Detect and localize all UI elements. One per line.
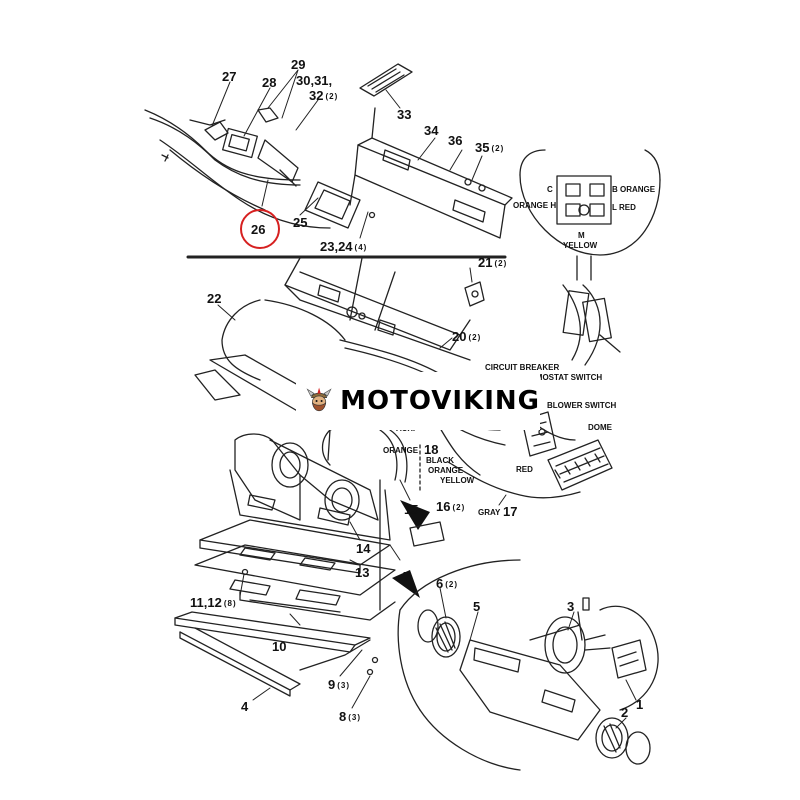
callout-9: 9(3) — [328, 677, 351, 692]
callout-14: 14 — [356, 541, 371, 556]
callout-15: 15 — [404, 502, 419, 517]
pin-label-l-red: L RED — [612, 203, 636, 212]
callout-21: 21(2) — [478, 255, 508, 270]
pin-label-yellow: YELLOW — [563, 241, 598, 250]
viking-logo-icon — [306, 387, 332, 412]
callout-32: 32(2) — [309, 88, 339, 103]
callout-4: 4 — [241, 699, 249, 714]
callout-33: 33 — [397, 107, 412, 122]
mounting-rails — [174, 599, 379, 697]
label-orange: ORANGE — [383, 446, 419, 455]
callout-27: 27 — [222, 69, 237, 84]
label-black: BLACK — [426, 456, 454, 465]
callout-35: 35(2) — [475, 140, 505, 155]
label-orange-2: ORANGE — [428, 466, 464, 475]
switch-plate — [359, 63, 413, 97]
pin-label-c: C — [547, 185, 553, 194]
label-dome: DOME — [588, 423, 612, 432]
callout-7: 7 — [403, 569, 411, 584]
callout-11-12: 11,12(8) — [190, 595, 237, 610]
pin-label-orange-h: ORANGE H — [513, 201, 557, 210]
callout-30-31: 30,31, — [296, 73, 333, 88]
callout-10: 10 — [272, 639, 287, 654]
callout-5: 5 — [473, 599, 481, 614]
wiring-harness — [144, 107, 331, 229]
label-yellow-2: YELLOW — [440, 476, 475, 485]
label-gray: GRAY — [478, 508, 501, 517]
switch-connector-detail — [519, 149, 661, 366]
thermostat-bracket — [304, 181, 376, 229]
callout-25: 25 — [293, 215, 308, 230]
blower-housing — [229, 433, 391, 541]
label-circuit-breaker: CIRCUIT BREAKER — [485, 363, 560, 372]
highlight-circle-part-26 — [240, 209, 280, 249]
callout-3: 3 — [567, 599, 575, 614]
callout-17: 17 — [503, 504, 518, 519]
callout-1: 1 — [636, 697, 644, 712]
callout-26: 26 — [251, 222, 266, 237]
callout-8: 8(3) — [339, 709, 362, 724]
pin-label-m: M — [578, 231, 585, 240]
brand-name: MOTOVIKING — [340, 386, 540, 416]
brand-banner: MOTOVIKING — [296, 372, 540, 430]
dome-light — [547, 439, 613, 491]
label-thermostat-switch: THERMOSTAT SWITCH — [514, 373, 603, 382]
callout-6: 6(2) — [436, 576, 459, 591]
pin-label-b-orange: B ORANGE — [612, 185, 656, 194]
callout-29: 29 — [291, 57, 306, 72]
label-red: RED — [516, 465, 533, 474]
callout-16: 16(2) — [436, 499, 466, 514]
callout-28: 28 — [262, 75, 277, 90]
callout-22: 22 — [207, 291, 222, 306]
control-panel — [349, 107, 513, 239]
callout-34: 34 — [424, 123, 439, 138]
callout-20: 20(2) — [452, 329, 482, 344]
callout-13: 13 — [355, 565, 370, 580]
blower-motor-assembly — [397, 559, 659, 771]
callout-23-24: 23,24(4) — [320, 239, 368, 254]
callout-2: 2 — [621, 705, 629, 720]
label-blower-switch: BLOWER SWITCH — [547, 401, 617, 410]
callout-36: 36 — [448, 133, 463, 148]
callout-18: 18 — [424, 442, 439, 457]
